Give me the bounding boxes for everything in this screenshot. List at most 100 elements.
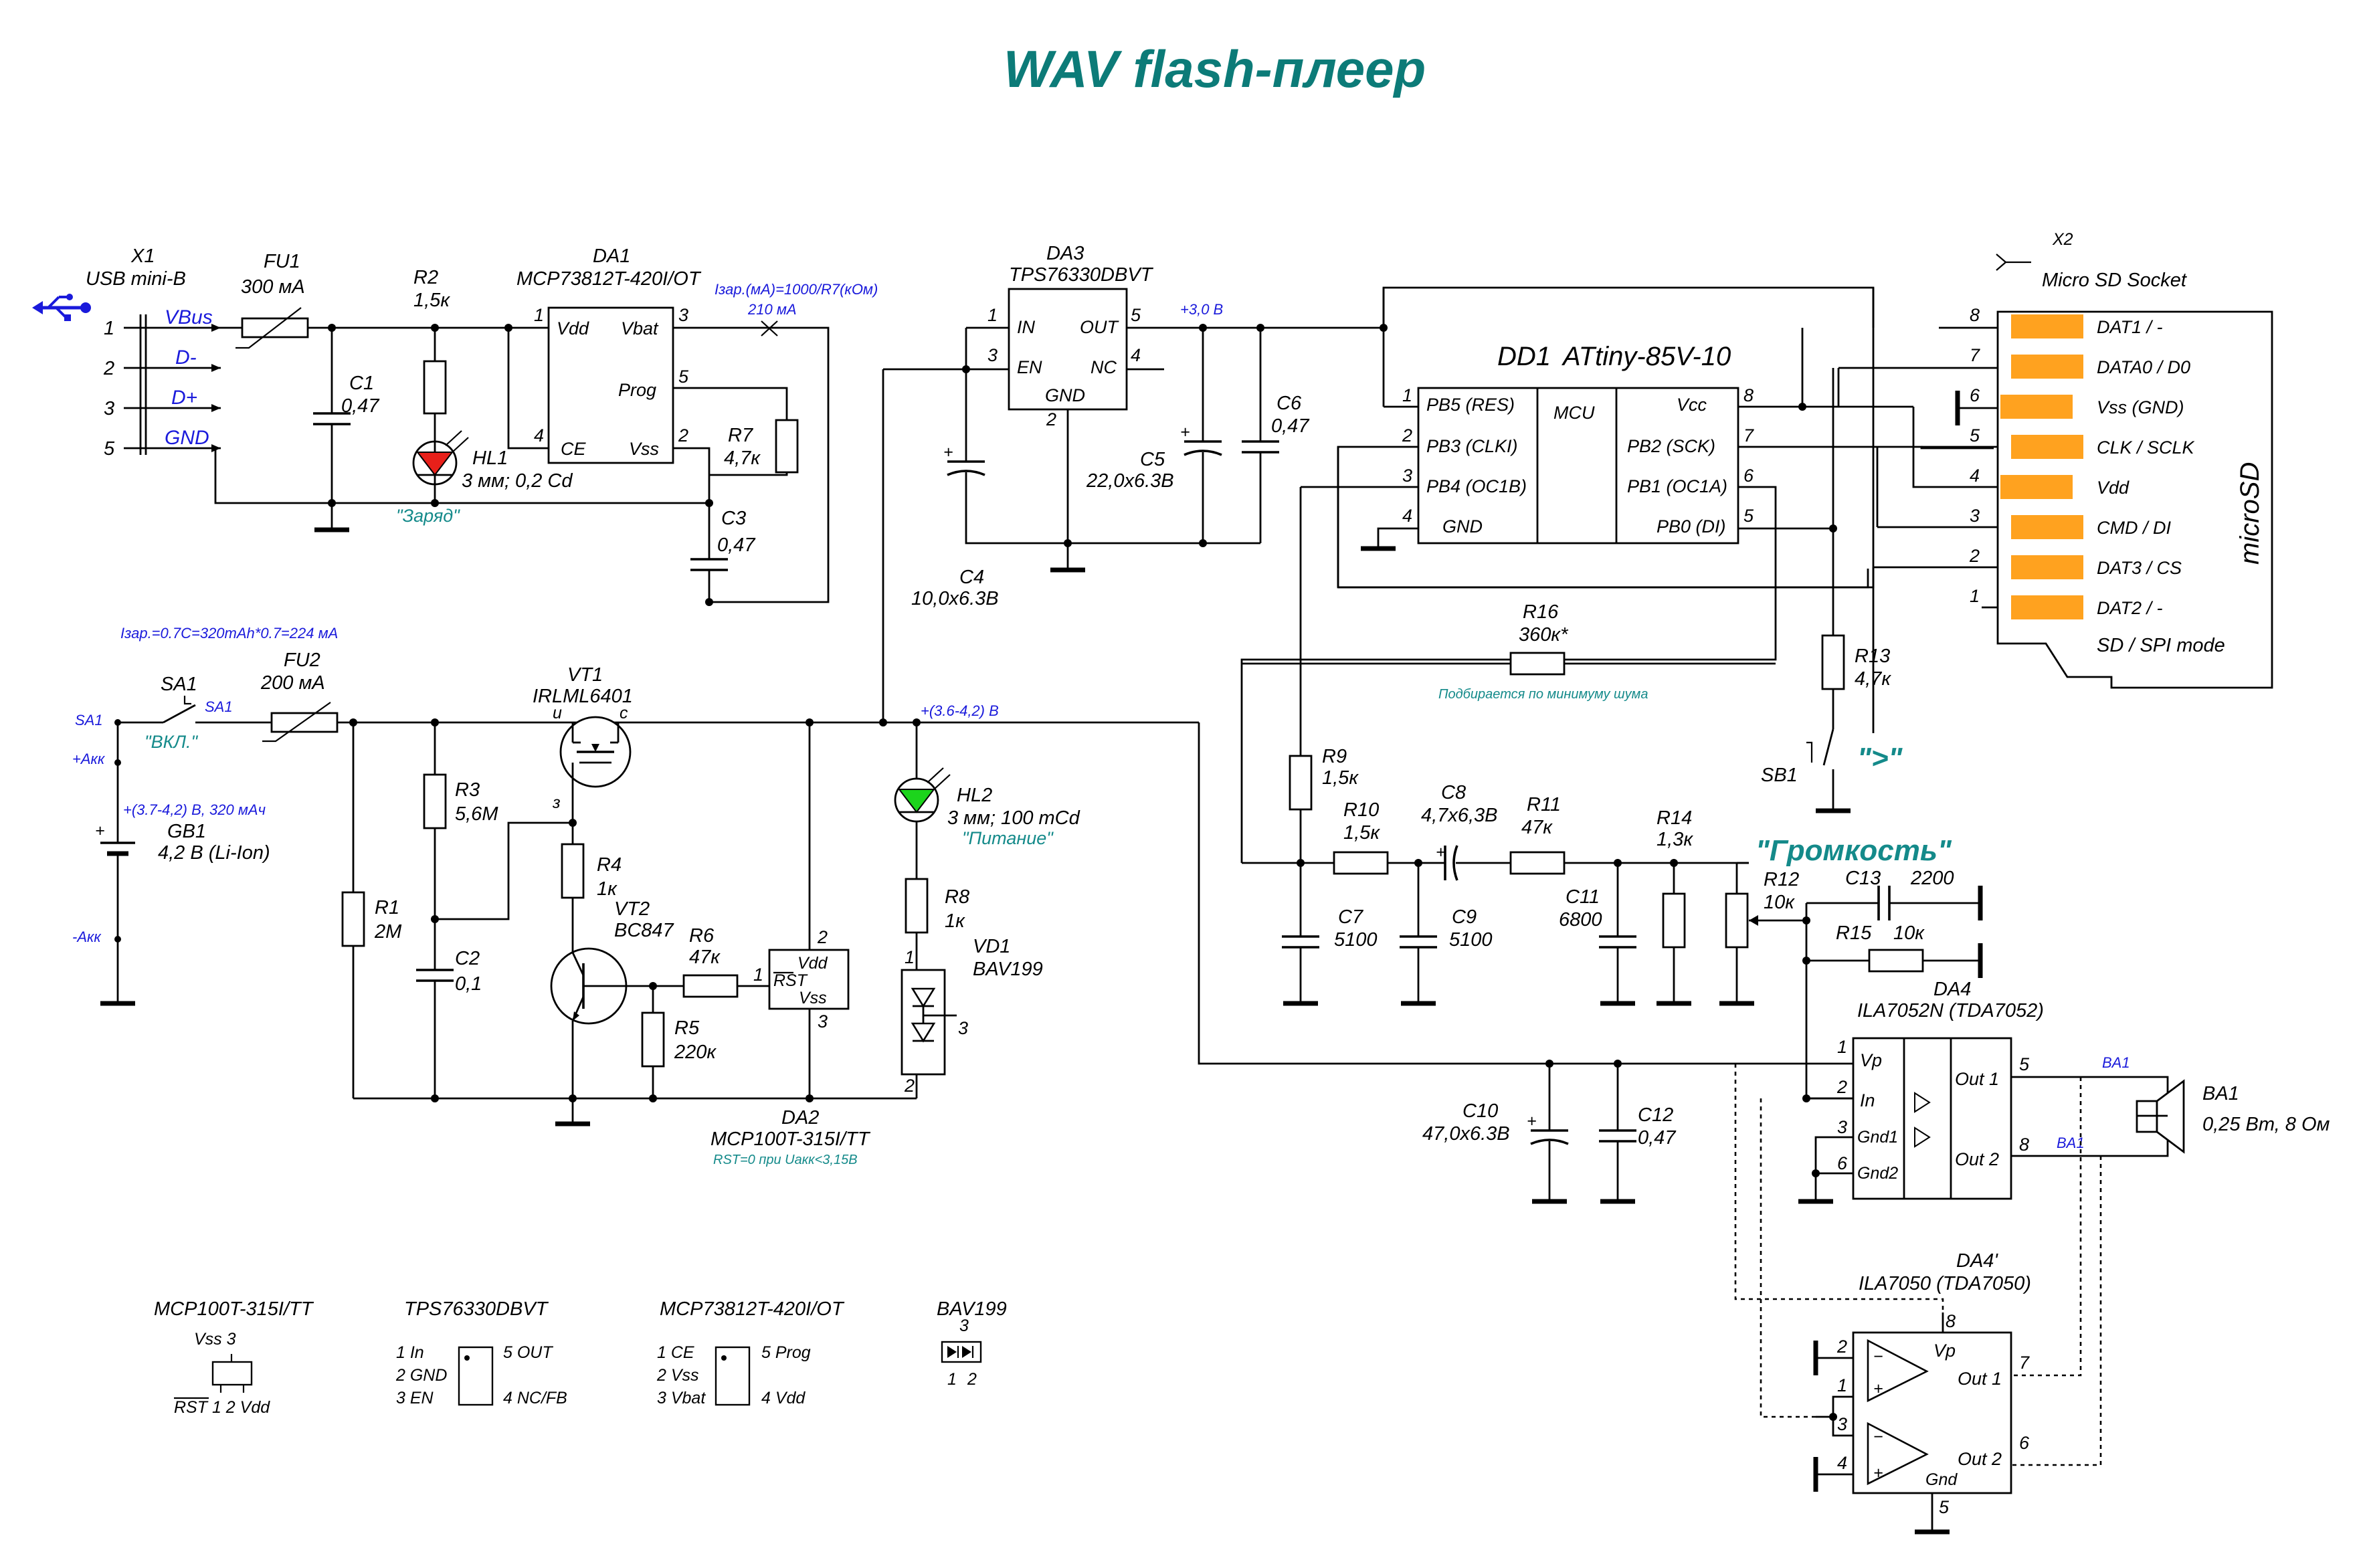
capacitor-c1: C1 0,47 <box>313 328 380 532</box>
svg-text:+: + <box>1873 1464 1883 1482</box>
svg-text:MCP73812T-420I/OT: MCP73812T-420I/OT <box>516 268 702 290</box>
svg-text:+Акк: +Акк <box>72 751 106 767</box>
svg-text:5100: 5100 <box>1449 929 1493 951</box>
pushbutton-sb1: SB1 ">" <box>1761 728 1903 813</box>
svg-text:Vss (GND): Vss (GND) <box>2097 397 2184 417</box>
svg-text:47,0x6.3B: 47,0x6.3B <box>1422 1123 1510 1145</box>
svg-text:8: 8 <box>2019 1135 2029 1155</box>
svg-text:1: 1 <box>1837 1375 1847 1395</box>
microsd-socket: X2 Micro SD Socket DAT1 / - DATA0 / D0 V… <box>1969 230 2273 689</box>
svg-text:3: 3 <box>678 305 688 325</box>
svg-text:2 Vss: 2 Vss <box>656 1366 699 1385</box>
svg-text:HL2: HL2 <box>957 785 992 806</box>
svg-text:BA1: BA1 <box>2202 1083 2239 1104</box>
svg-text:-Акк: -Акк <box>72 928 102 945</box>
svg-text:RST=0 при Uакк<3,15В: RST=0 при Uакк<3,15В <box>713 1153 858 1167</box>
svg-text:4,7к: 4,7к <box>724 448 761 469</box>
svg-text:R8: R8 <box>945 886 969 908</box>
capacitor-c7: C7 5100 <box>1282 863 1378 1006</box>
resistor-r3: R3 5,6M <box>423 722 498 919</box>
svg-text:"ВКЛ.": "ВКЛ." <box>145 732 199 752</box>
svg-text:1: 1 <box>905 947 915 967</box>
svg-text:R14: R14 <box>1657 807 1692 829</box>
svg-text:8: 8 <box>1946 1311 1956 1331</box>
svg-text:In: In <box>1860 1090 1875 1110</box>
svg-text:R5: R5 <box>674 1017 700 1039</box>
capacitor-c8: + C8 4,7x6,3B <box>1421 782 1497 881</box>
svg-text:0,47: 0,47 <box>717 534 756 556</box>
svg-text:1: 1 <box>104 318 114 339</box>
svg-text:CE: CE <box>561 439 586 459</box>
svg-text:2: 2 <box>678 425 688 446</box>
svg-text:22,0x6.3B: 22,0x6.3B <box>1086 470 1174 492</box>
ic-da3: DA3 TPS76330DBVT IN EN OUT NC GND 1 3 5 … <box>987 243 1154 429</box>
svg-text:0,47: 0,47 <box>341 395 380 417</box>
svg-text:VT2: VT2 <box>614 898 650 920</box>
svg-text:2 GND: 2 GND <box>395 1366 447 1385</box>
svg-text:2: 2 <box>1402 425 1412 446</box>
resistor-r13: R13 4,7к <box>1821 634 1891 690</box>
svg-text:R4: R4 <box>597 854 622 876</box>
svg-text:BAV199: BAV199 <box>937 1298 1007 1320</box>
resistor-r4: R4 1к <box>561 823 622 943</box>
resistor-r11: R11 47к <box>1509 794 1566 875</box>
svg-text:−: − <box>1873 1347 1883 1366</box>
capacitor-c10: + C10 47,0x6.3B <box>1422 1064 1569 1204</box>
svg-text:DAT1 / -: DAT1 / - <box>2097 317 2163 337</box>
svg-text:2: 2 <box>1836 1077 1847 1097</box>
svg-text:DD1: DD1 <box>1497 342 1551 371</box>
svg-text:5: 5 <box>1939 1497 1950 1517</box>
battery-gb1: +Акк +(3.7-4,2) В, 320 мАч + GB1 4,2 В (… <box>72 722 270 1006</box>
svg-text:HL1: HL1 <box>472 448 508 469</box>
svg-text:10к: 10к <box>1893 922 1925 944</box>
svg-text:C5: C5 <box>1140 449 1165 470</box>
fuse-fu2: FU2 200 мА <box>260 650 339 743</box>
svg-text:1,5к: 1,5к <box>1322 767 1359 789</box>
svg-text:DAT3 / CS: DAT3 / CS <box>2097 558 2182 578</box>
svg-text:PB1 (OC1A): PB1 (OC1A) <box>1627 476 1727 496</box>
resistor-r1: R1 2M <box>341 722 402 1098</box>
usb-connector: X1 USB mini-B 1 2 3 5 VBus D- D+ GND <box>32 246 221 460</box>
resistor-r16: R16 360к* Подбирается по минимуму шума <box>1438 601 1648 702</box>
svg-text:1: 1 <box>1970 586 1980 606</box>
svg-text:X2: X2 <box>2052 230 2073 249</box>
ic-da4: DA4 ILA7052N (TDA7052) Vp In Gnd1 Gnd2 O… <box>1836 979 2044 1200</box>
svg-text:5: 5 <box>104 438 115 460</box>
svg-text:47к: 47к <box>689 947 721 968</box>
svg-text:3 Vbat: 3 Vbat <box>657 1389 706 1407</box>
package-bav199: BAV199 3 1 2 <box>937 1298 1007 1389</box>
svg-text:300 мА: 300 мА <box>241 276 305 298</box>
svg-text:Out 2: Out 2 <box>1958 1449 2002 1469</box>
svg-text:+: + <box>95 821 105 840</box>
capacitor-c5: + C5 22,0x6.3B <box>1086 328 1222 543</box>
svg-text:8: 8 <box>1970 305 1980 325</box>
svg-text:DA4': DA4' <box>1956 1250 1998 1272</box>
svg-text:2: 2 <box>103 358 114 379</box>
svg-text:"Заряд": "Заряд" <box>396 506 460 526</box>
svg-text:5: 5 <box>678 367 689 387</box>
sd-pads <box>2000 314 2083 619</box>
svg-text:6: 6 <box>1970 385 1980 405</box>
svg-text:GND: GND <box>1442 516 1483 536</box>
sa1-right-net: SA1 <box>205 698 233 715</box>
svg-text:PB0 (DI): PB0 (DI) <box>1657 516 1726 536</box>
svg-text:0,47: 0,47 <box>1271 415 1310 437</box>
svg-text:2200: 2200 <box>1910 868 1954 889</box>
svg-text:VT1: VT1 <box>567 664 603 686</box>
usb-pins: 1 2 3 5 VBus D- D+ GND <box>103 306 221 460</box>
svg-text:3: 3 <box>987 345 998 365</box>
capacitor-c2: C2 0,1 <box>416 919 482 1098</box>
resistor-r7: R7 4,7к <box>709 419 799 476</box>
svg-text:8: 8 <box>1743 385 1754 405</box>
svg-text:ATtiny-85V-10: ATtiny-85V-10 <box>1562 342 1731 371</box>
svg-text:4 NC/FB: 4 NC/FB <box>503 1389 567 1407</box>
svg-text:4: 4 <box>1837 1453 1847 1473</box>
package-mcp73812: MCP73812T-420I/OT 1 CE 2 Vss 3 Vbat 5 Pr… <box>656 1298 845 1407</box>
ic-da1: DA1 MCP73812T-420I/OT Vdd Vbat Prog CE V… <box>516 246 702 464</box>
svg-text:C13: C13 <box>1845 868 1881 889</box>
svg-text:Vdd: Vdd <box>557 318 589 338</box>
svg-text:R2: R2 <box>413 267 438 288</box>
svg-text:1,5к: 1,5к <box>1343 822 1380 844</box>
svg-text:+: + <box>1873 1379 1883 1398</box>
charge-formula: Iзар.(мА)=1000/R7(кОм) <box>715 281 878 298</box>
